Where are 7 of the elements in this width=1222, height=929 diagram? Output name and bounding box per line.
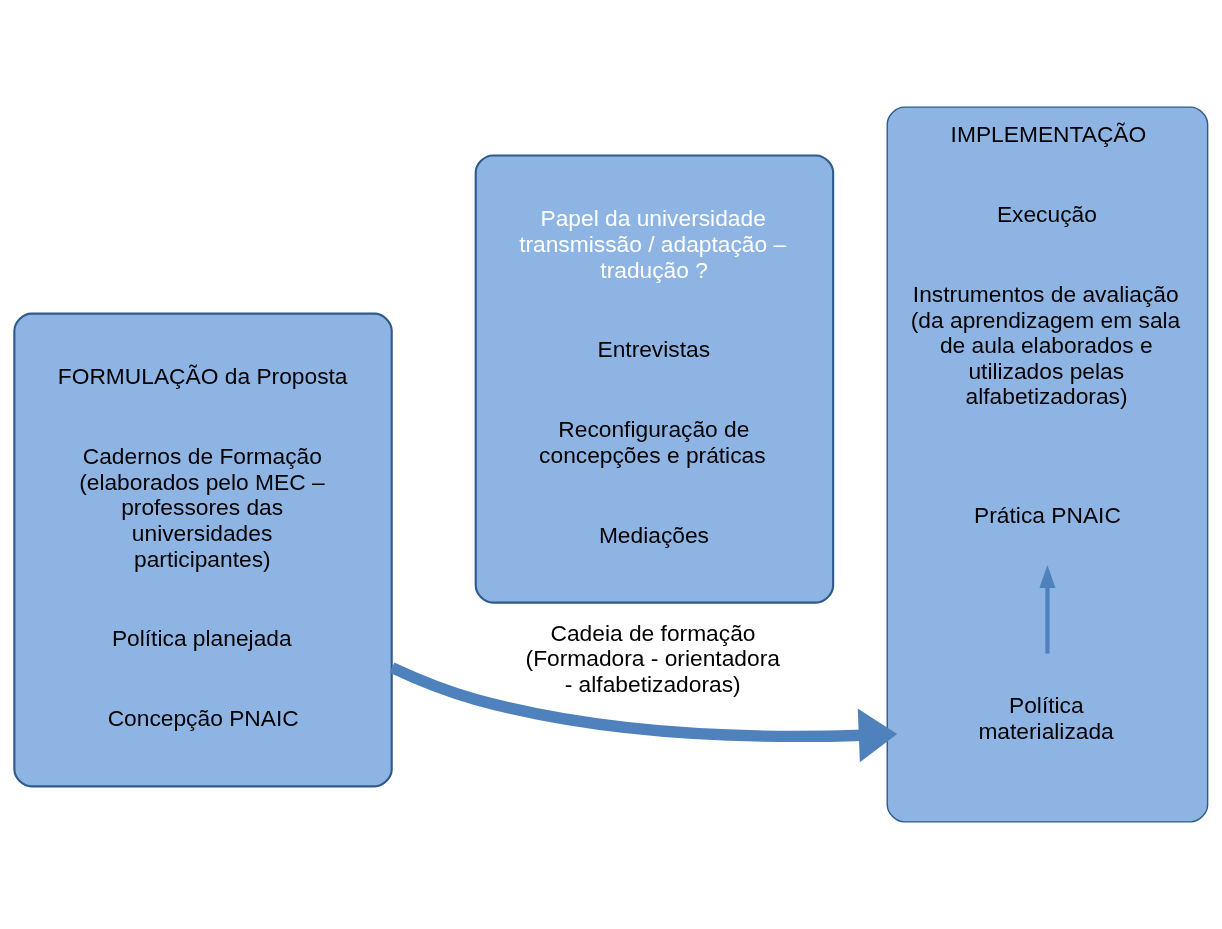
- node-box: Papel da universidade transmissão / adaptação – tradução ? Entrevistas Reconfiguração de concepções e práticas Mediações: [474, 154, 835, 604]
- node-box: FORMULAÇÃO da Proposta Cadernos de Formação (elaborados pelo MEC – professores das universidades participantes) Política planejada Concepção PNAIC: [13, 312, 393, 788]
- edge-label: Cadeia de formação (Formadora - orientadora - alfabetizadoras): [525, 619, 780, 698]
- arrow: [1039, 565, 1056, 654]
- node-text: Prática PNAIC: [974, 501, 1121, 528]
- node-text: Política materializada: [978, 692, 1114, 745]
- arrow: [389, 662, 898, 763]
